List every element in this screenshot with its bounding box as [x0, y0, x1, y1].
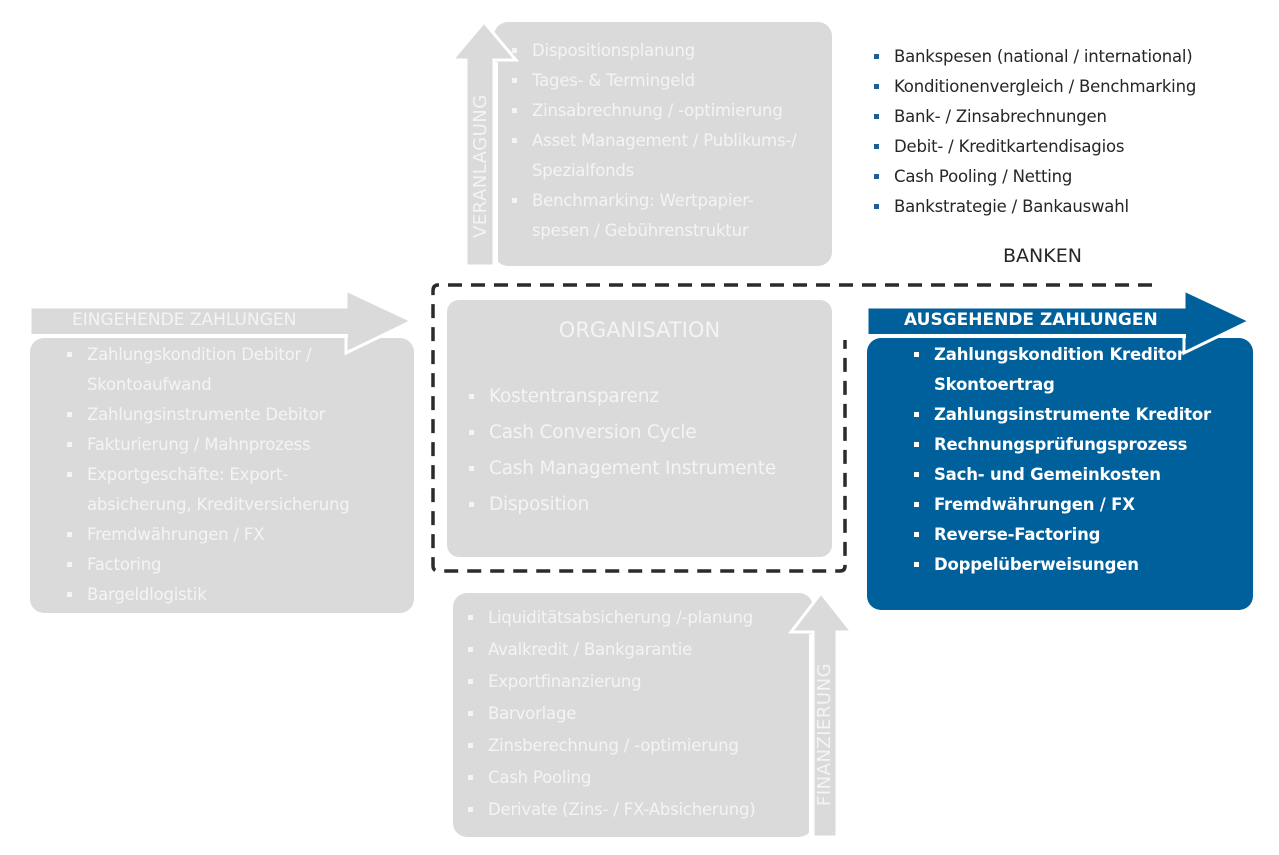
bullet-icon — [512, 108, 517, 113]
eingehende-label: EINGEHENDE ZAHLUNGEN — [72, 310, 297, 330]
bullet-icon — [469, 394, 474, 399]
bullet-icon — [67, 562, 72, 567]
bullet-icon — [914, 412, 919, 417]
bullet-icon — [67, 412, 72, 417]
banken-dashed-border — [431, 283, 1152, 573]
list-item: Zahlungsinstrumente Kreditor — [912, 400, 1211, 430]
ausgehende-box — [867, 338, 1253, 610]
list-item: Factoring — [65, 550, 350, 580]
veranlagung-list: Dispositionsplanung Tages- & Termingeld … — [510, 36, 797, 246]
list-item: Zinsabrechnung / -optimierung — [510, 96, 797, 126]
list-item: Dispositionsplanung — [510, 36, 797, 66]
list-item: Zahlungskondition Debitor /Skontoaufwand — [65, 340, 350, 400]
organisation-list: Kostentransparenz Cash Conversion Cycle … — [467, 379, 776, 523]
bullet-icon — [874, 54, 879, 59]
bullet-icon — [874, 204, 879, 209]
bullet-icon — [512, 198, 517, 203]
list-item: Liquiditätsabsicherung /-planung — [466, 602, 756, 634]
bullet-icon — [468, 647, 473, 652]
list-item: Sach- und Gemeinkosten — [912, 460, 1211, 490]
list-item: Konditionenvergleich / Benchmarking — [872, 72, 1196, 102]
list-item: Cash Conversion Cycle — [467, 415, 776, 451]
list-item: Disposition — [467, 487, 776, 523]
bullet-icon — [67, 442, 72, 447]
bullet-icon — [67, 532, 72, 537]
bullet-icon — [874, 144, 879, 149]
organisation-label: ORGANISATION — [558, 318, 721, 342]
list-item: Fakturierung / Mahnprozess — [65, 430, 350, 460]
list-item: Reverse-Factoring — [912, 520, 1211, 550]
list-item: Exportfinanzierung — [466, 666, 756, 698]
veranlagung-label: VERANLAGUNG — [470, 94, 491, 238]
bullet-icon — [914, 562, 919, 567]
bullet-icon — [874, 114, 879, 119]
bullet-icon — [468, 711, 473, 716]
list-item: Cash Pooling / Netting — [872, 162, 1196, 192]
list-item: Fremdwährungen / FX — [912, 490, 1211, 520]
list-item: Debit- / Kreditkartendisagios — [872, 132, 1196, 162]
list-item: Tages- & Termingeld — [510, 66, 797, 96]
bullet-icon — [874, 84, 879, 89]
list-item: Bankspesen (national / international) — [872, 42, 1196, 72]
bullet-icon — [468, 743, 473, 748]
bullet-icon — [914, 442, 919, 447]
banken-list: Bankspesen (national / international) Ko… — [872, 42, 1196, 222]
veranlagung-box — [494, 22, 832, 266]
bullet-icon — [469, 502, 474, 507]
list-item: Derivate (Zins- / FX-Absicherung) — [466, 794, 756, 826]
bullet-icon — [874, 174, 879, 179]
bullet-icon — [469, 466, 474, 471]
bullet-icon — [468, 679, 473, 684]
bullet-icon — [67, 472, 72, 477]
list-item: Kostentransparenz — [467, 379, 776, 415]
bullet-icon — [512, 78, 517, 83]
list-item: Bankstrategie / Bankauswahl — [872, 192, 1196, 222]
list-item: Cash Pooling — [466, 762, 756, 794]
list-item: Benchmarking: Wertpapier-spesen / Gebühr… — [510, 186, 797, 246]
bullet-icon — [914, 352, 919, 357]
list-item: Exportgeschäfte: Export-absicherung, Kre… — [65, 460, 350, 520]
list-item: Bank- / Zinsabrechnungen — [872, 102, 1196, 132]
finanzierung-arrow — [787, 590, 856, 839]
ausgehende-label: AUSGEHENDE ZAHLUNGEN — [904, 310, 1158, 330]
list-item: Zinsberechnung / -optimierung — [466, 730, 756, 762]
list-item: Avalkredit / Bankgarantie — [466, 634, 756, 666]
finanzierung-box — [453, 593, 813, 837]
list-item: Barvorlage — [466, 698, 756, 730]
banken-label: BANKEN — [1003, 245, 1082, 267]
bullet-icon — [914, 502, 919, 507]
bullet-icon — [468, 807, 473, 812]
bullet-icon — [512, 48, 517, 53]
eingehende-list: Zahlungskondition Debitor /Skontoaufwand… — [65, 340, 350, 610]
bullet-icon — [512, 138, 517, 143]
list-item: Rechnungsprüfungsprozess — [912, 430, 1211, 460]
eingehende-box — [30, 338, 414, 613]
bullet-icon — [468, 775, 473, 780]
list-item: Doppelüberweisungen — [912, 550, 1211, 580]
finanzierung-list: Liquiditätsabsicherung /-planung Avalkre… — [466, 602, 756, 826]
organisation-box — [447, 300, 832, 557]
bullet-icon — [914, 532, 919, 537]
bullet-icon — [67, 592, 72, 597]
list-item: Asset Management / Publikums-/Spezialfon… — [510, 126, 797, 186]
list-item: Cash Management Instrumente — [467, 451, 776, 487]
bullet-icon — [469, 430, 474, 435]
list-item: Bargeldlogistik — [65, 580, 350, 610]
bullet-icon — [67, 352, 72, 357]
bullet-icon — [468, 615, 473, 620]
list-item: Zahlungsinstrumente Debitor — [65, 400, 350, 430]
finanzierung-label: FINANZIERUNG — [814, 662, 835, 806]
list-item: Fremdwährungen / FX — [65, 520, 350, 550]
bullet-icon — [914, 472, 919, 477]
